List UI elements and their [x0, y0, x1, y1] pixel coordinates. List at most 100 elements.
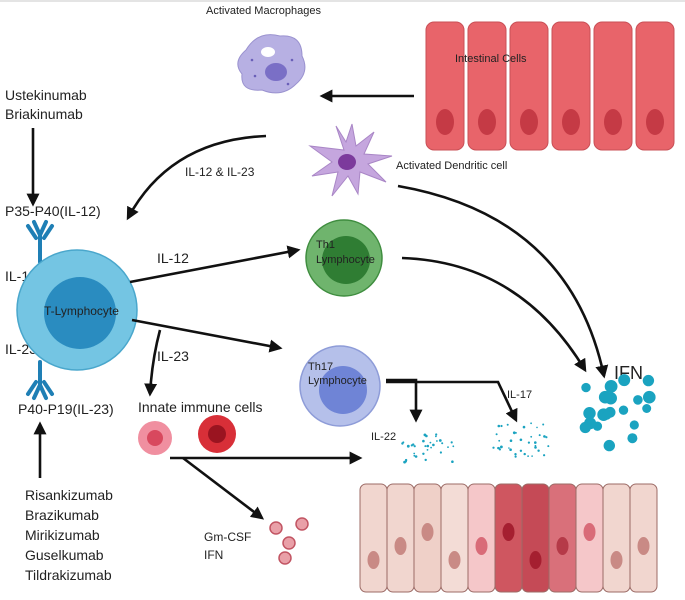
- cytokine-dot: [413, 445, 416, 448]
- th1-label-line2: Lymphocyte: [316, 254, 375, 266]
- cytokine-dot: [405, 460, 407, 463]
- arrow-th1-to-ifn: [401, 256, 587, 373]
- epithelial-cell-nucleus: [448, 551, 461, 569]
- cytokine-dot: [618, 374, 631, 387]
- intestinal-cell-nucleus: [436, 109, 454, 135]
- il12-label: IL-12: [157, 250, 189, 266]
- p40-p19-label: P40-P19(IL-23): [18, 401, 114, 417]
- cytokine-dot: [451, 460, 454, 464]
- cytokine-dot: [500, 446, 502, 449]
- activated-macrophages-label: Activated Macrophages: [206, 5, 321, 17]
- p35-p40-label: P35-P40(IL-12): [5, 203, 101, 219]
- ifn-cytokine-cluster: [579, 374, 656, 452]
- cytokine-dot: [438, 439, 442, 442]
- drug-ustekinumab: Ustekinumab: [5, 87, 87, 103]
- th1-label-line1: Th1: [316, 239, 335, 251]
- innate-cell-light: [138, 421, 172, 455]
- cytokine-dot: [519, 449, 523, 452]
- th1-lymphocyte-cell: [305, 219, 383, 297]
- drug-tildrakizumab: Tildrakizumab: [25, 567, 112, 583]
- cytokine-dot: [538, 434, 541, 437]
- cytokine-dot: [603, 439, 615, 452]
- cytokine-dot: [536, 426, 538, 429]
- gm-csf-ifn-label: IFN: [204, 548, 223, 562]
- cytokine-dot: [531, 455, 533, 457]
- innate-cell-dark: [198, 415, 236, 453]
- cytokine-dot: [414, 455, 418, 458]
- epithelial-cell: [440, 483, 469, 593]
- th17-lymphocyte-cell: [299, 345, 381, 427]
- arrow-t-cell-to-th17: [131, 318, 283, 353]
- intestinal-cell: [425, 21, 465, 151]
- arrow-t-cell-to-th1: [129, 245, 301, 284]
- cytokine-dot: [642, 374, 655, 387]
- il12-il23-label: IL-12 & IL-23: [185, 165, 255, 179]
- intestinal-cell: [467, 21, 507, 151]
- epithelial-cell-nucleus: [502, 523, 515, 541]
- cytokine-dot: [523, 452, 526, 456]
- cytokine-dot: [497, 446, 500, 450]
- cytokine-dot: [522, 425, 526, 429]
- cytokine-dot: [441, 442, 444, 445]
- cytokine-dot: [581, 382, 591, 393]
- il12-receptor-icon: [26, 220, 54, 264]
- cytokine-dot: [452, 445, 455, 448]
- cytokine-dot: [643, 390, 656, 404]
- cytokine-dot: [514, 455, 517, 458]
- cytokine-dot: [447, 446, 449, 448]
- intestinal-cell-nucleus: [646, 109, 664, 135]
- gm-csf-label: Gm-CSF: [204, 530, 251, 544]
- intestinal-cell-nucleus: [520, 109, 538, 135]
- intestinal-cell: [635, 21, 675, 151]
- cytokine-dot: [642, 404, 652, 413]
- cytokine-dot: [542, 423, 545, 426]
- intestinal-cell: [509, 21, 549, 151]
- epithelial-cell-nucleus: [637, 537, 650, 555]
- innate-immune-cells-label: Innate immune cells: [138, 399, 263, 415]
- cytokine-dot: [530, 422, 532, 425]
- cytokine-dot: [508, 447, 510, 449]
- damaged-intestinal-epithelium: [359, 483, 658, 593]
- il22-cytokine-cluster: [401, 433, 455, 464]
- epithelial-cell-nucleus: [583, 523, 596, 541]
- epithelial-cell-nucleus: [610, 551, 623, 569]
- arrow-dendritic-to-ifn: [397, 184, 609, 379]
- cytokine-dot: [592, 421, 603, 431]
- cytokine-dot: [509, 448, 512, 452]
- cytokine-dot: [547, 445, 550, 448]
- epithelial-cell-nucleus: [367, 551, 380, 569]
- cytokine-dot: [401, 442, 404, 445]
- epithelial-cell: [521, 483, 550, 593]
- cytokine-dot: [543, 435, 546, 438]
- cytokine-dot: [598, 390, 612, 404]
- cytokine-dot: [430, 446, 432, 449]
- cytokine-dot: [534, 446, 537, 449]
- th17-label-line1: Th17: [308, 361, 333, 373]
- cytokine-dot: [579, 421, 591, 434]
- gm-csf-ifn-granules: [269, 517, 309, 565]
- cytokine-dot: [602, 410, 612, 420]
- activated-dendritic-cell-label: Activated Dendritic cell: [396, 160, 507, 172]
- il17-label: IL-17: [507, 389, 532, 401]
- cytokine-dot: [450, 441, 453, 444]
- il22-label: IL-22: [371, 431, 396, 443]
- cytokine-dot: [424, 445, 427, 448]
- drug-mirikizumab: Mirikizumab: [25, 527, 100, 543]
- intestinal-cells-graphic: [425, 21, 675, 151]
- cytokine-dot: [435, 435, 437, 438]
- cytokine-dot: [413, 452, 416, 455]
- il23-label: IL-23: [157, 348, 189, 364]
- cytokine-dot: [424, 458, 427, 462]
- intestinal-cells-label: Intestinal Cells: [455, 53, 527, 65]
- t-lymphocyte-cell: [16, 249, 138, 371]
- cytokine-dot: [413, 454, 416, 457]
- drug-risankizumab: Risankizumab: [25, 487, 113, 503]
- cytokine-dot: [425, 434, 428, 438]
- epithelial-cell-nucleus: [529, 551, 542, 569]
- cytokine-dot: [422, 439, 425, 443]
- cytokine-dot: [506, 423, 509, 426]
- il17-cytokine-cluster: [492, 422, 550, 458]
- il23-receptor-icon: [26, 360, 54, 400]
- cytokine-dot: [604, 380, 618, 393]
